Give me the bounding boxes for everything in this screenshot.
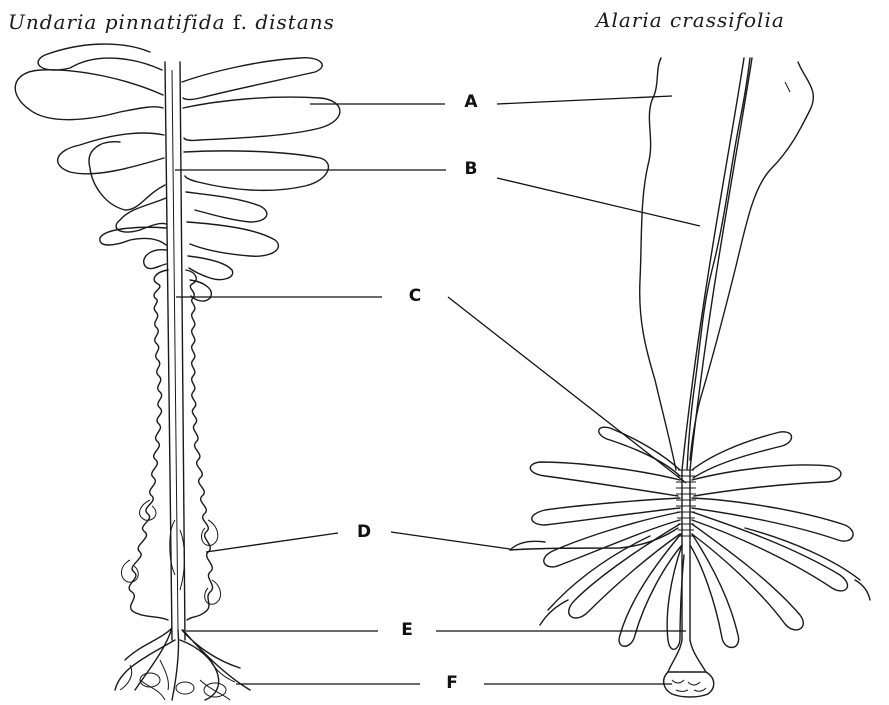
label-e: E — [387, 620, 427, 640]
undaria-holdfast — [115, 628, 250, 700]
label-c: C — [395, 286, 435, 306]
leader-d-left — [206, 533, 338, 552]
undaria-blade-lobes — [15, 44, 340, 301]
leader-d-right — [391, 532, 510, 549]
label-b: B — [451, 159, 491, 179]
leader-c-right — [448, 297, 686, 483]
label-a: A — [451, 92, 491, 112]
blade-tear-mark — [785, 82, 790, 92]
leader-a-right — [497, 96, 672, 104]
leader-lines — [175, 96, 700, 684]
label-d: D — [344, 522, 384, 542]
undaria-specimen — [15, 44, 340, 700]
alaria-specimen — [510, 58, 870, 697]
label-f: F — [432, 673, 472, 693]
alaria-blade — [640, 58, 814, 470]
undaria-midrib — [165, 62, 185, 640]
leader-b-right — [497, 178, 700, 226]
